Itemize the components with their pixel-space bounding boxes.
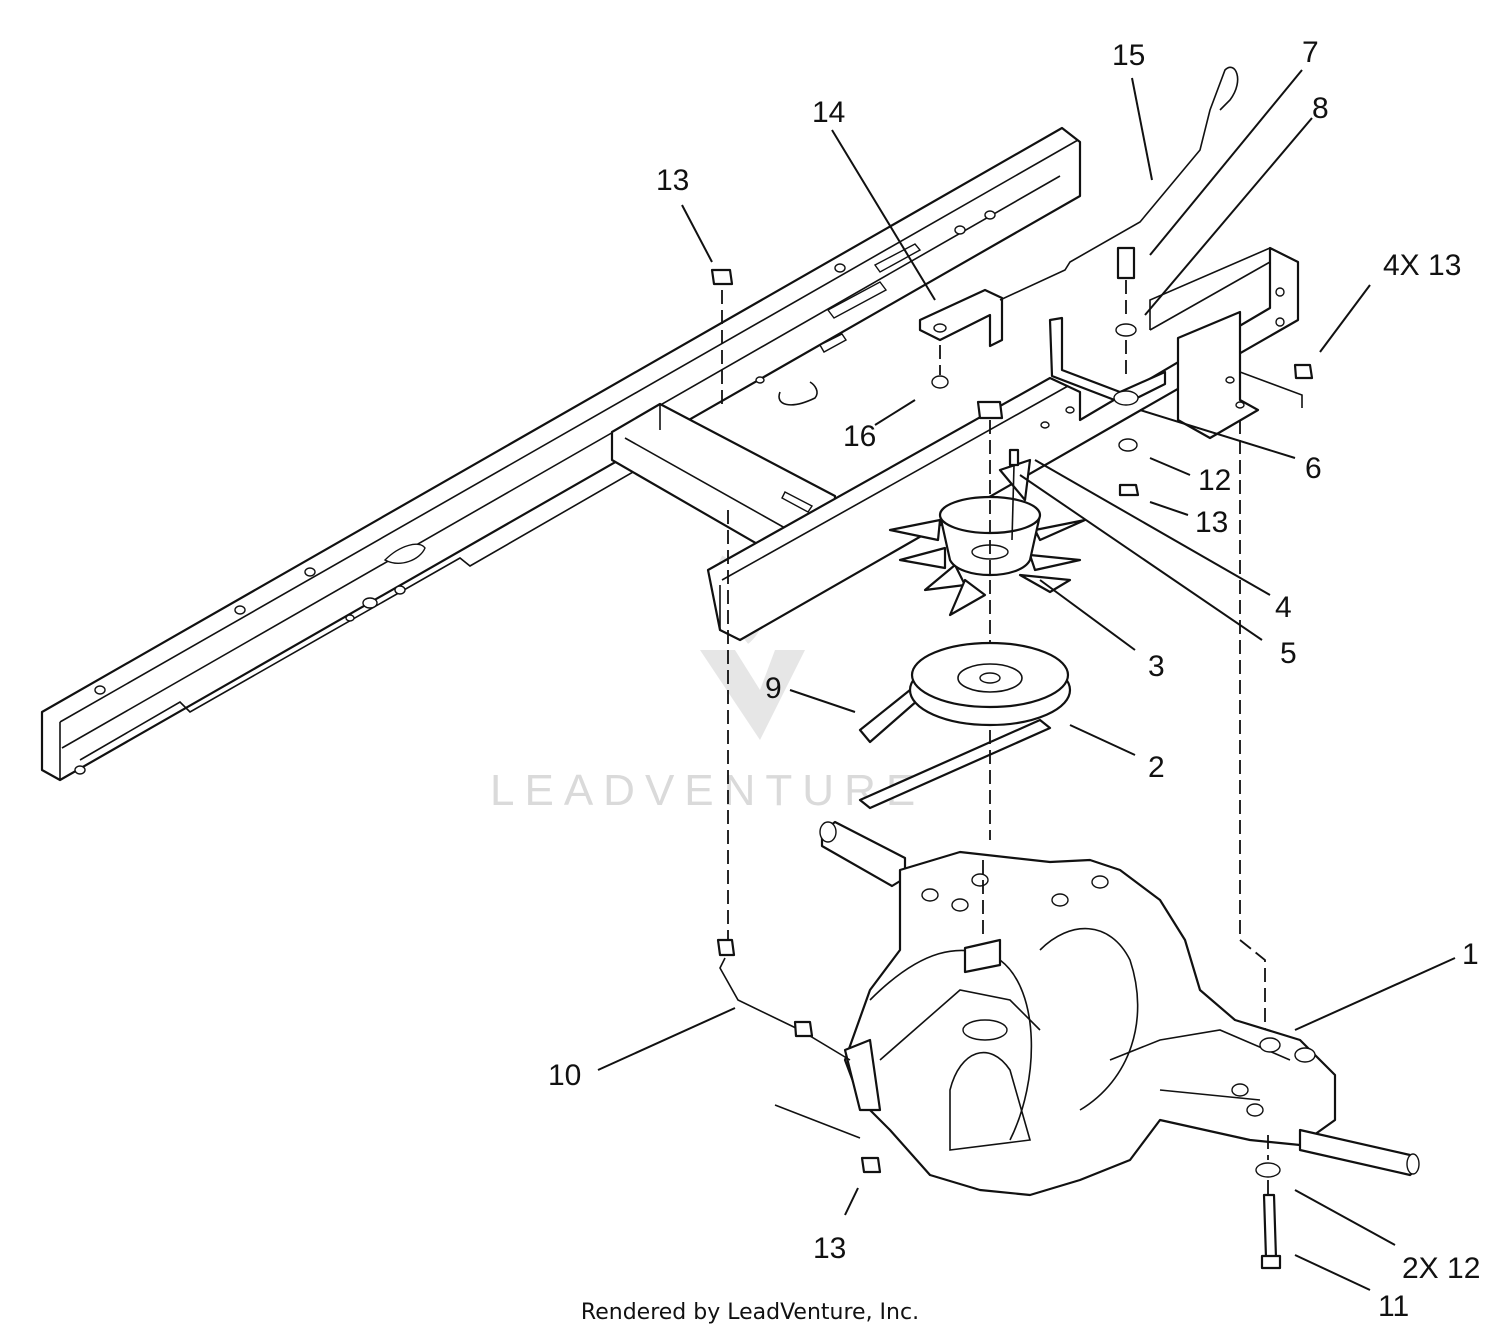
nut-top-left <box>710 268 734 940</box>
transaxle <box>819 820 1420 1197</box>
callout-13-bottom: 13 <box>813 1232 846 1265</box>
right-fasteners <box>1118 363 1314 1040</box>
bypass-rod <box>999 66 1239 301</box>
pivot-bolt <box>1115 246 1137 380</box>
callout-2: 2 <box>1148 751 1165 784</box>
callout-5: 5 <box>1280 637 1297 670</box>
callout-6: 6 <box>1305 452 1322 485</box>
callout-12: 12 <box>1198 464 1231 497</box>
watermark-text: LEADVENTURE <box>490 766 925 815</box>
center-nut <box>976 400 1004 665</box>
callout-10: 10 <box>548 1059 581 1092</box>
callout-13-top: 13 <box>656 164 689 197</box>
callout-15: 15 <box>1112 39 1145 72</box>
leader-lines <box>597 69 1456 1291</box>
nut-bottom <box>774 1104 882 1174</box>
mount-bracket <box>918 288 1004 389</box>
callout-7: 7 <box>1302 36 1319 69</box>
bottom-bolt <box>1255 1135 1282 1270</box>
callout-11: 11 <box>1378 1290 1409 1323</box>
bypass-link <box>716 938 851 1061</box>
callout-14: 14 <box>812 96 845 129</box>
left-frame-rail <box>40 126 1082 782</box>
washer-16 <box>931 375 949 389</box>
render-credit: Rendered by LeadVenture, Inc. <box>580 1300 920 1325</box>
right-frame-rail <box>706 246 1300 642</box>
drive-pulley <box>858 641 1072 840</box>
control-arm <box>1048 316 1167 406</box>
cross-member <box>610 402 837 562</box>
watermark: LEADVENTURE <box>490 555 925 815</box>
callout-2x12: 2X 12 <box>1402 1252 1480 1285</box>
callout-8: 8 <box>1312 92 1329 125</box>
callout-16: 16 <box>843 420 876 453</box>
pivot-bracket <box>1176 310 1260 440</box>
callout-3: 3 <box>1148 650 1165 683</box>
callout-1: 1 <box>1462 938 1479 971</box>
callout-13-mid: 13 <box>1195 506 1228 539</box>
callout-4: 4 <box>1275 591 1292 624</box>
callout-9: 9 <box>765 672 782 705</box>
callout-4x13: 4X 13 <box>1383 249 1461 282</box>
cooling-fan <box>888 448 1087 617</box>
callout-labels: 15 7 8 14 13 4X 13 16 6 12 13 4 5 3 9 2 … <box>548 36 1480 1323</box>
